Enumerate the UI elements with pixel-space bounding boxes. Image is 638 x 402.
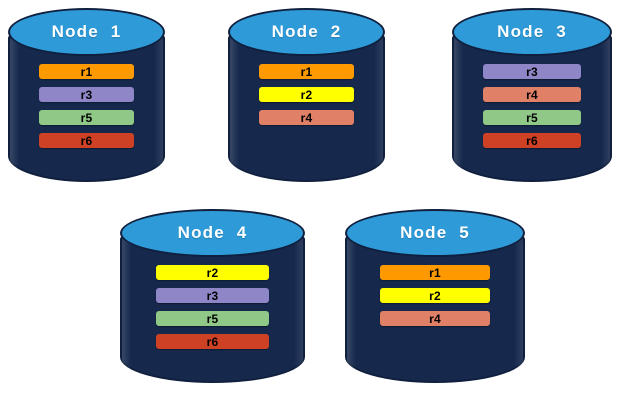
replica-bar-r6[interactable]: r6: [39, 133, 134, 148]
replica-bar-r2[interactable]: r2: [156, 265, 269, 280]
replica-label: r2: [206, 265, 219, 280]
replica-label: r4: [526, 87, 538, 102]
database-node-1[interactable]: Node 1 r1 r3 r5 r6: [8, 8, 165, 206]
database-node-2[interactable]: Node 2 r1 r2 r4: [228, 8, 385, 206]
replica-bar-r2[interactable]: r2: [380, 288, 490, 303]
node-title: Node 1: [51, 22, 122, 41]
replica-bar-r5[interactable]: r5: [156, 311, 269, 326]
replica-bar-r3[interactable]: r3: [156, 288, 269, 303]
replica-bar-r4[interactable]: r4: [380, 311, 490, 326]
replica-label: r3: [526, 64, 538, 79]
database-node-4[interactable]: Node 4 r2 r3 r5 r6: [120, 209, 305, 402]
replica-bar-r1[interactable]: r1: [380, 265, 490, 280]
node-title: Node 4: [177, 223, 248, 242]
database-node-5[interactable]: Node 5 r1 r2 r4: [345, 209, 525, 402]
replica-bar-r6[interactable]: r6: [483, 133, 581, 148]
cylinder-top-ellipse: [228, 8, 385, 56]
replica-bar-r4[interactable]: r4: [259, 110, 354, 125]
database-node-3[interactable]: Node 3 r3 r4 r5 r6: [452, 8, 612, 206]
replica-bar-r1[interactable]: r1: [39, 64, 134, 79]
replica-label: r6: [206, 334, 219, 349]
cylinder-body: [228, 24, 385, 182]
replica-label: r5: [206, 311, 219, 326]
cylinder-top-ellipse: [345, 209, 525, 257]
replica-label: r4: [429, 311, 441, 326]
replica-bar-r6[interactable]: r6: [156, 334, 269, 349]
replica-label: r5: [526, 110, 538, 125]
replica-label: r1: [80, 64, 93, 79]
replica-label: r3: [206, 288, 219, 303]
replica-bar-r5[interactable]: r5: [39, 110, 134, 125]
replica-label: r5: [80, 110, 93, 125]
replica-label: r4: [300, 110, 313, 125]
replica-bar-r3[interactable]: r3: [39, 87, 134, 102]
cylinder-top-ellipse: [452, 8, 612, 56]
replica-label: r1: [300, 64, 313, 79]
replica-bar-r4[interactable]: r4: [483, 87, 581, 102]
node-title: Node 3: [497, 22, 567, 41]
replica-label: r6: [80, 133, 93, 148]
cylinder-top-ellipse: [8, 8, 165, 56]
replica-bar-r1[interactable]: r1: [259, 64, 354, 79]
replica-bar-r5[interactable]: r5: [483, 110, 581, 125]
replica-label: r2: [429, 288, 441, 303]
replica-label: r6: [526, 133, 538, 148]
replica-bar-r3[interactable]: r3: [483, 64, 581, 79]
replica-bar-r2[interactable]: r2: [259, 87, 354, 102]
replica-label: r1: [429, 265, 441, 280]
replica-label: r2: [300, 87, 313, 102]
node-title: Node 2: [271, 22, 342, 41]
node-title: Node 5: [400, 223, 470, 242]
replica-label: r3: [80, 87, 93, 102]
cylinder-top-ellipse: [120, 209, 305, 257]
